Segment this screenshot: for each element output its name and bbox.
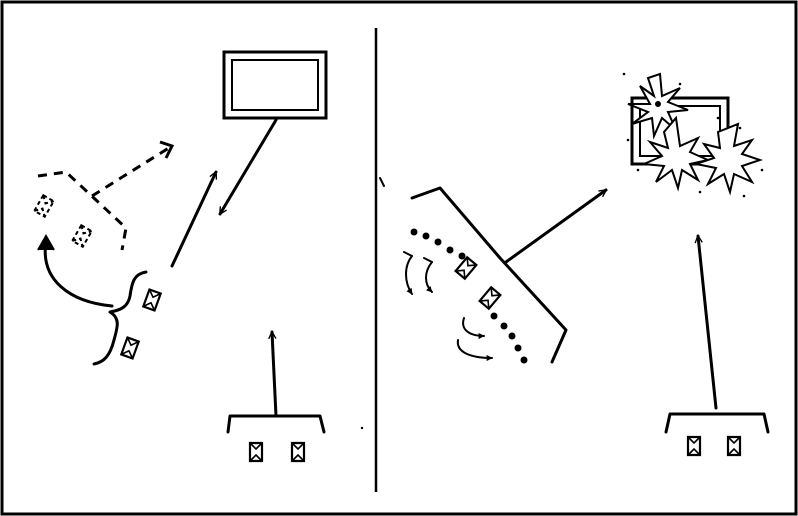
vehicle-icon [34, 195, 53, 217]
vehicle-icon [480, 287, 501, 309]
bracket-icon [412, 188, 566, 362]
arrow-head [38, 236, 54, 250]
bracket-icon [228, 416, 324, 432]
unit-dots [411, 229, 528, 364]
left-panel [34, 52, 363, 461]
bracket-icon [94, 272, 146, 364]
vehicle-icon [728, 437, 740, 455]
vehicle-icon [72, 225, 91, 247]
vehicle-icon [121, 337, 138, 358]
vehicle-icon [143, 289, 160, 310]
arrow-icon [172, 172, 216, 266]
right-panel [380, 73, 768, 455]
vehicle-icon [292, 443, 304, 461]
vehicle-icon [250, 443, 262, 461]
target-box-icon [224, 52, 326, 118]
arrow-icon [698, 236, 716, 408]
curved-arrow [406, 256, 412, 294]
vehicle-icon [456, 257, 477, 279]
curved-arrow [426, 262, 432, 292]
bracket-icon [666, 414, 768, 432]
arrow-icon [92, 146, 172, 196]
curved-arrow [458, 340, 492, 358]
arrow-icon [272, 332, 276, 416]
vehicle-icon [688, 437, 700, 455]
curved-arrow [45, 242, 112, 306]
arrow-icon [506, 190, 606, 262]
arrow-icon [220, 120, 276, 214]
curved-arrow [463, 318, 484, 336]
